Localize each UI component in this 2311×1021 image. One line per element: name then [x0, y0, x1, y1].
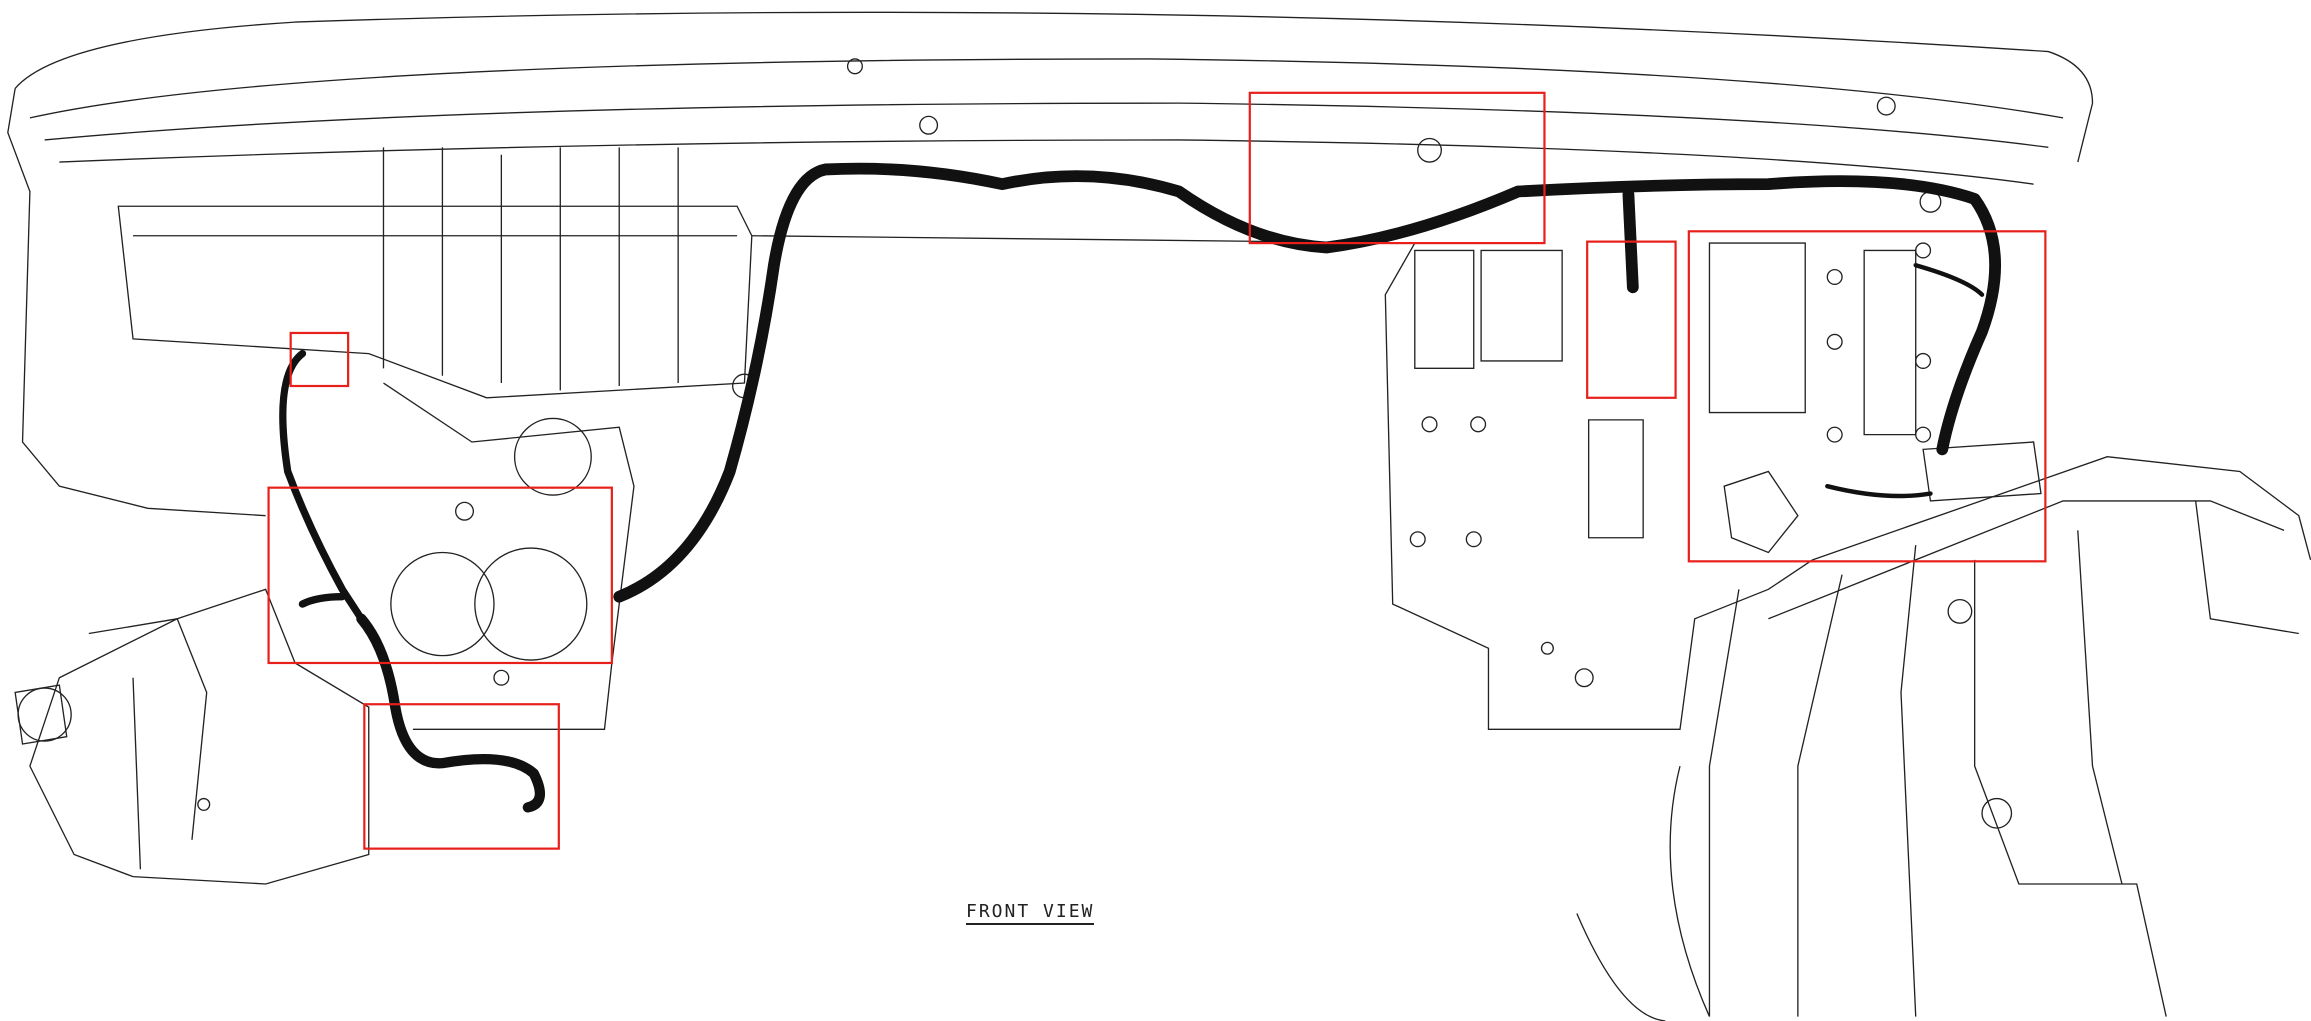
highlight-box-lower-left-connector: [363, 703, 560, 850]
harness-branch-right: [1825, 262, 1985, 499]
view-caption: FRONT VIEW: [966, 902, 1095, 925]
harness-branch-left-lower: [356, 613, 545, 813]
vehicle-outline: [7, 11, 2311, 1021]
highlight-box-right-module: [1687, 230, 2047, 563]
highlight-boxes: [267, 91, 2047, 850]
harness-main-trunk: [613, 162, 2001, 603]
wiring-harness: [279, 162, 2001, 813]
harness-branch-left-upper: [279, 349, 366, 623]
highlight-box-washer-connector: [289, 331, 350, 388]
highlight-box-center-grommet: [1586, 240, 1677, 399]
highlight-box-horn-area: [267, 486, 613, 665]
harness-branch-left-connector: [298, 593, 346, 608]
highlight-box-wiper-motor: [1248, 91, 1546, 245]
